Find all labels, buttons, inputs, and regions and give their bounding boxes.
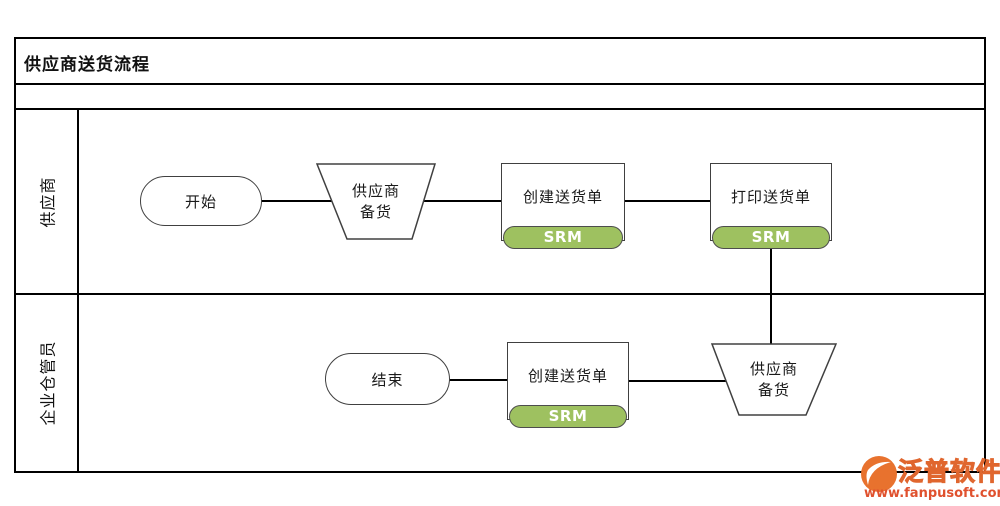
flow-node-start: 开始 [140,176,262,226]
supplier-prep-line1: 供应商 [351,182,400,201]
flow-node-create-delivery-note-warehouse: 创建送货单 SRM [507,342,629,428]
flow-node-warehouse-prep-label: 供应商 备货 [711,343,837,416]
edge-create-to-print [625,200,710,202]
trapezoid-shape [711,343,837,416]
supplier-prep-line2: 备货 [359,202,392,221]
srm-system-badge: SRM [503,226,623,249]
srm-system-badge: SRM [712,226,830,249]
edge-create2-to-end [448,379,507,381]
title-row-divider [14,83,986,85]
lane-divider [14,293,986,295]
edge-print-to-prep2 [770,249,772,345]
lane-label-supplier-text: 供应商 [38,175,58,228]
flow-node-supplier-prep: 供应商 备货 [316,163,436,240]
warehouse-prep-line1: 供应商 [749,360,798,379]
create-delivery-note-label: 创建送货单 [522,188,603,206]
watermark-url-text: www.fanpusoft.com [864,486,1000,501]
fanpu-logo-icon [861,456,897,492]
create-delivery-note-warehouse-label: 创建送货单 [527,367,608,385]
lane-label-supplier: 供应商 [16,110,77,293]
trapezoid-shape [316,163,436,240]
lane-label-column-divider [77,108,79,471]
flow-node-start-label: 开始 [184,192,217,211]
page-title: 供应商送货流程 [24,55,150,75]
lane-label-warehouse-manager-text: 企业仓管员 [38,340,58,426]
print-delivery-note-label: 打印送货单 [730,188,811,206]
watermark-brand-text: 泛普软件 [897,457,1000,487]
flow-node-print-delivery-note: 打印送货单 SRM [710,163,832,249]
warehouse-prep-line2: 备货 [757,380,790,399]
edge-start-to-prep [260,200,340,202]
flow-node-warehouse-prep: 供应商 备货 [711,343,837,416]
header-gap-divider [14,108,986,110]
flow-node-end: 结束 [325,353,450,405]
lane-label-warehouse-manager: 企业仓管员 [16,295,77,471]
edge-prep-to-create [415,200,503,202]
vendor-watermark: 泛普软件 www.fanpusoft.com [856,450,1000,506]
srm-system-badge: SRM [509,405,627,428]
edge-prep2-to-create2 [629,380,730,382]
flow-node-create-delivery-note: 创建送货单 SRM [501,163,625,249]
flow-node-supplier-prep-label: 供应商 备货 [316,163,436,240]
diagram-frame [14,37,986,473]
flow-node-end-label: 结束 [371,370,404,389]
